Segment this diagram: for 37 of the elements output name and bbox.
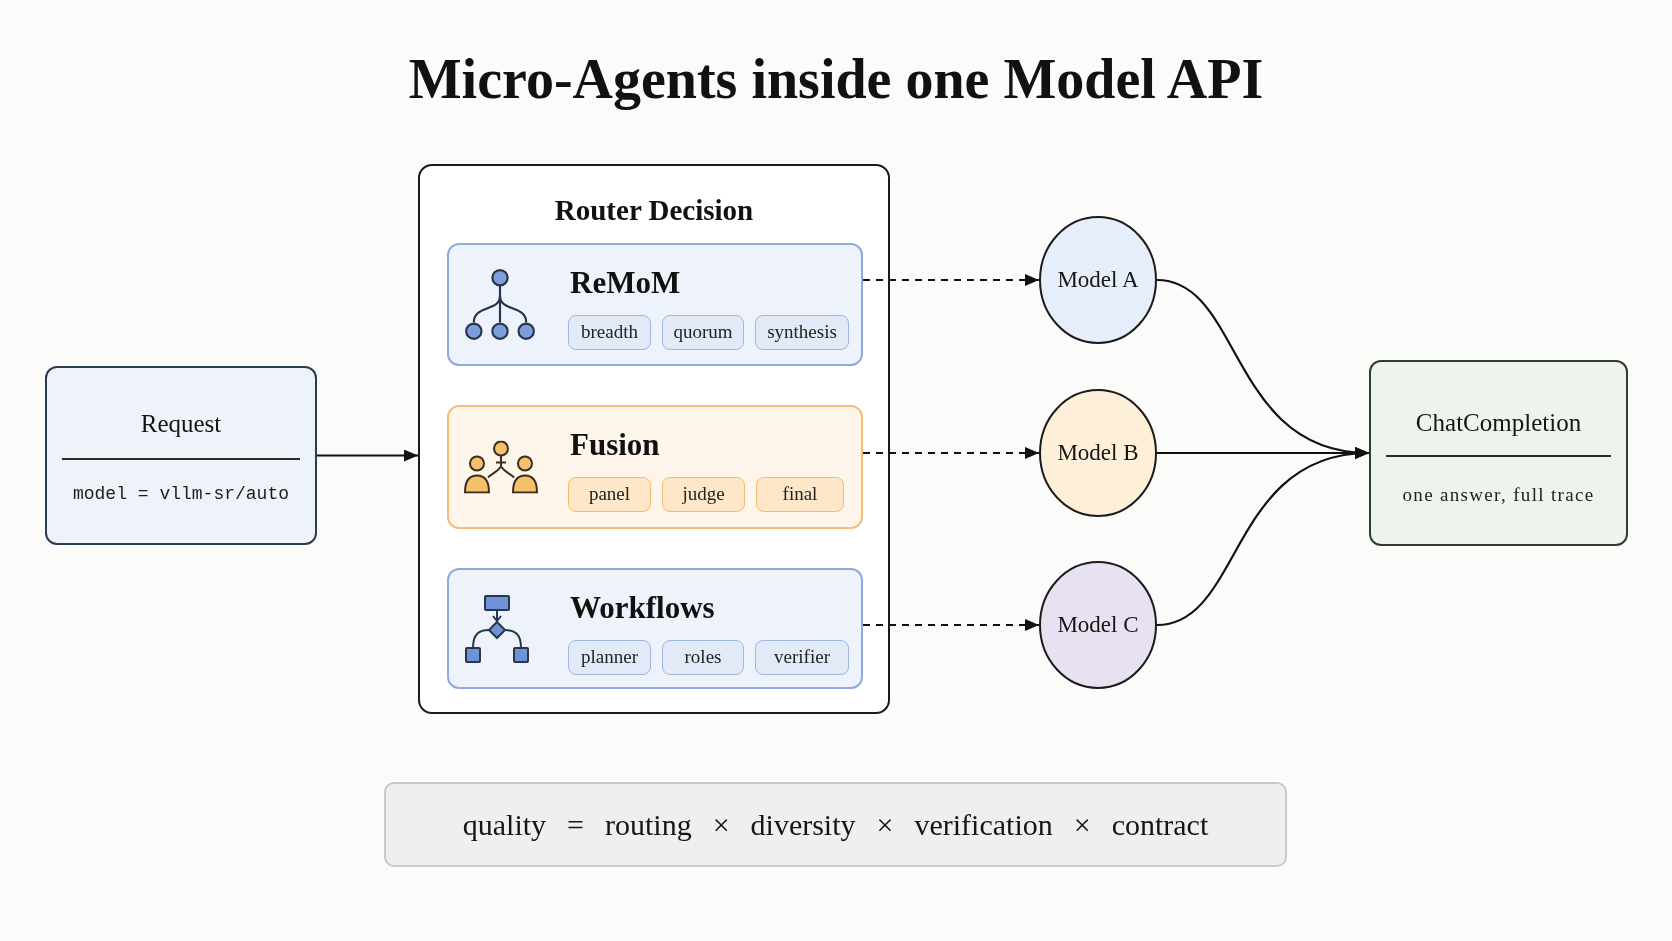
model-label: Model A — [1057, 266, 1139, 294]
panel-heading: Router Decision — [554, 193, 754, 228]
node-title: ChatCompletion — [1415, 408, 1582, 438]
model-circle — [1039, 216, 1157, 344]
dashed-arrow — [863, 619, 1039, 631]
result-box — [1369, 360, 1628, 546]
router-panel — [418, 164, 890, 714]
method-card — [447, 243, 863, 366]
method-card — [447, 568, 863, 689]
tag-chip: verifier — [755, 640, 849, 675]
request-box — [45, 366, 317, 545]
diagram-title: Micro-Agents inside one Model API — [408, 47, 1264, 112]
node-title: Request — [140, 409, 222, 439]
tag-chip: judge — [662, 477, 745, 512]
tag-chip: final — [756, 477, 844, 512]
arrow — [317, 449, 418, 462]
tag-chip: panel — [568, 477, 651, 512]
method-card — [447, 405, 863, 529]
model-label: Model C — [1057, 611, 1139, 639]
model-label: Model B — [1057, 439, 1139, 467]
dashed-arrow — [863, 274, 1039, 286]
node-subtitle: one answer, full trace — [1402, 482, 1595, 507]
card-heading: ReMoM — [570, 264, 681, 302]
card-heading: Fusion — [570, 426, 660, 464]
tag-chip: quorum — [662, 315, 744, 350]
dashed-arrow — [863, 447, 1039, 459]
arrow — [1156, 448, 1370, 627]
tag-chip: breadth — [568, 315, 651, 350]
code-text: model = vllm-sr/auto — [72, 482, 289, 506]
tag-chip: synthesis — [755, 315, 849, 350]
tag-chip: roles — [662, 640, 744, 675]
formula-text: quality = routing × diversity × verification × contract — [462, 806, 1209, 843]
model-circle — [1039, 389, 1157, 517]
card-heading: Workflows — [570, 589, 715, 627]
model-circle — [1039, 561, 1157, 689]
formula-box — [384, 782, 1287, 867]
tag-chip: planner — [568, 640, 651, 675]
